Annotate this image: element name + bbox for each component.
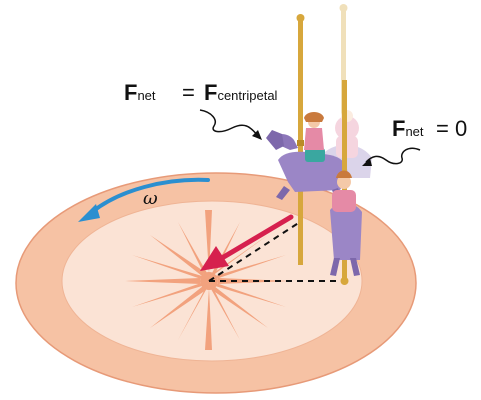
fnet-right-value: = 0 <box>436 116 467 142</box>
pointer-squiggle-left <box>200 110 258 136</box>
fnet-right-label: Fnet <box>392 116 424 142</box>
fnet-left-sub: net <box>137 88 155 103</box>
fcent-sub: centripetal <box>217 88 277 103</box>
fcent-main: F <box>204 80 217 105</box>
fcentripetal-label: Fcentripetal <box>204 80 277 106</box>
pointer-squiggle-right <box>366 148 420 163</box>
fnet-right-main: F <box>392 116 405 141</box>
fnet-right-sub: net <box>405 124 423 139</box>
omega-label: ω <box>143 188 158 209</box>
fnet-left-main: F <box>124 80 137 105</box>
equals-sign: = <box>182 80 195 106</box>
fnet-left-label: Fnet <box>124 80 156 106</box>
